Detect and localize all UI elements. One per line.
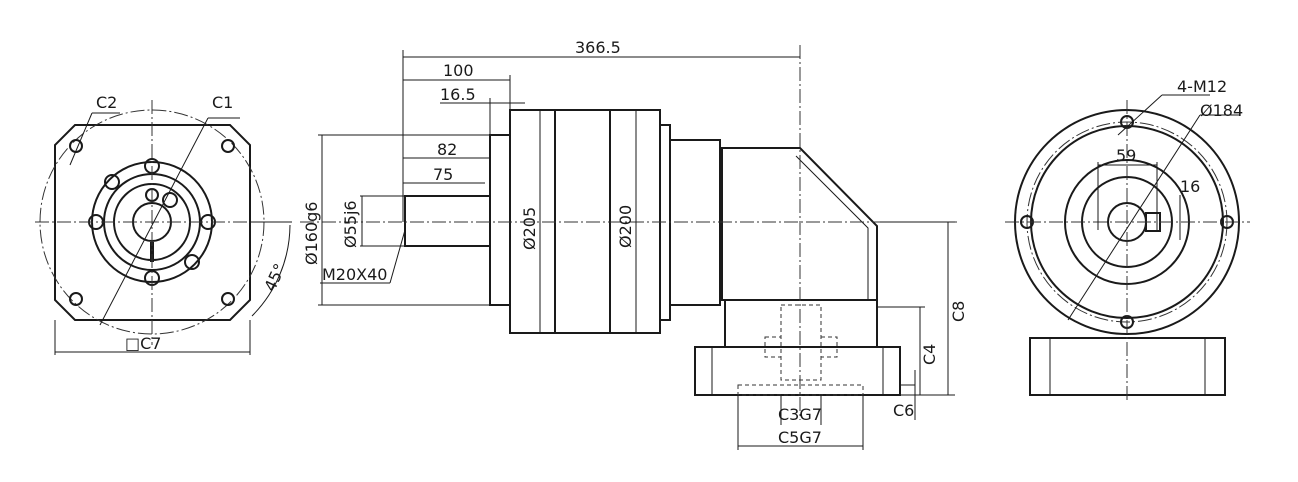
dim-body-dia-1: Ø205 [520, 207, 539, 250]
dim-c5g7: C5G7 [778, 428, 822, 447]
dim-shaft-dia: Ø55j6 [341, 200, 360, 248]
square-flange [54, 124, 251, 321]
angle-housing [721, 147, 878, 301]
key [150, 242, 154, 262]
output-shaft [404, 195, 491, 247]
dim-16: 16 [1180, 177, 1200, 196]
label-c7: □C7 [125, 334, 161, 353]
dim-59: 59 [1116, 146, 1136, 165]
dim-82: 82 [437, 140, 457, 159]
dim-c3g7: C3G7 [778, 405, 822, 424]
mount-flange [489, 134, 511, 306]
dim-c8: C8 [949, 301, 968, 322]
hole [162, 192, 178, 208]
motor-adapter [724, 299, 878, 348]
label-angle: 45° [260, 261, 289, 295]
front-view: C2 C1 45° □C7 [35, 93, 292, 355]
motor-flange [694, 346, 901, 396]
label-c1: C1 [212, 93, 233, 112]
dim-366-5: 366.5 [575, 38, 621, 57]
dim-pilot-dia: Ø160g6 [302, 202, 321, 265]
side-view: 366.5 100 16.5 82 75 Ø160g6 Ø55j6 M20X40… [300, 38, 968, 450]
dim-body-dia-2: Ø200 [616, 205, 635, 248]
dim-thread: M20X40 [322, 265, 387, 284]
dim-75: 75 [433, 165, 453, 184]
dim-c4: C4 [920, 344, 939, 365]
dim-c6: C6 [893, 401, 914, 420]
dim-16-5: 16.5 [440, 85, 476, 104]
end-view: 4-M12 Ø184 59 16 [1005, 77, 1250, 400]
label-pcd: Ø184 [1200, 101, 1243, 120]
dim-100: 100 [443, 61, 474, 80]
label-c2: C2 [96, 93, 117, 112]
label-4-m12: 4-M12 [1177, 77, 1227, 96]
